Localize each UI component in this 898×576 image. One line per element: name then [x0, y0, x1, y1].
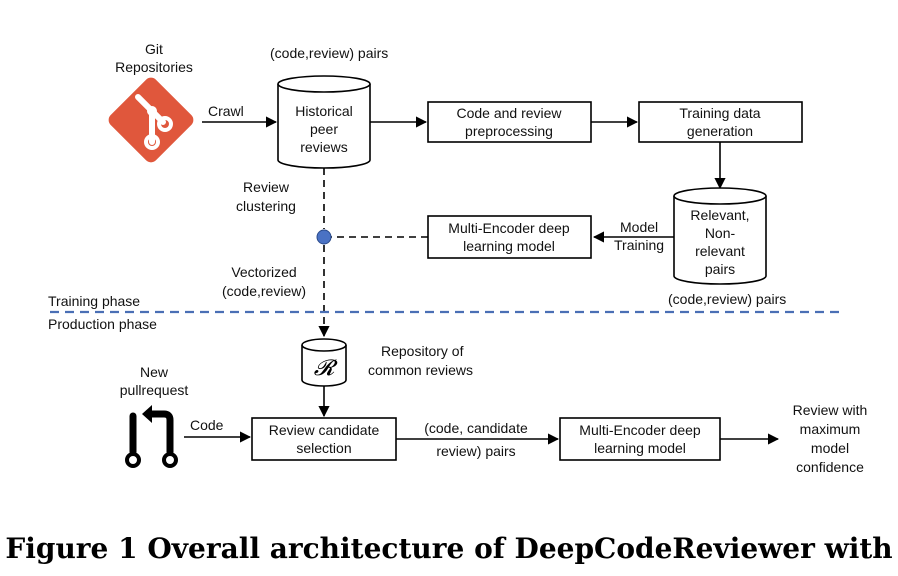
historical-label-2: peer [310, 121, 338, 137]
model-training-label-1: Model [620, 219, 658, 235]
preprocessing-label-2: preprocessing [465, 123, 553, 139]
pull-request-icon [125, 405, 178, 468]
historical-label-1: Historical [295, 103, 353, 119]
multi-encoder-bottom-label-1: Multi-Encoder deep [579, 422, 701, 438]
repository-label-2: common reviews [368, 362, 473, 378]
relevant-pairs-label: (code,review) pairs [668, 291, 786, 307]
figure-caption: Figure 1 Overall architecture of DeepCod… [5, 532, 892, 565]
historical-reviews-cylinder [277, 75, 371, 169]
relevant-label-3: relevant [695, 243, 745, 259]
relevant-label-2: Non- [705, 225, 736, 241]
historical-label-3: reviews [300, 139, 347, 155]
code-label: Code [190, 417, 224, 433]
model-training-label-2: Training [614, 237, 664, 253]
multi-encoder-bottom-label-2: learning model [594, 440, 686, 456]
review-clustering-label-1: Review [243, 179, 290, 195]
review-clustering-label-2: clustering [236, 198, 296, 214]
relevant-label-4: pairs [705, 261, 735, 277]
training-phase-label: Training phase [48, 293, 140, 309]
production-phase-label: Production phase [48, 316, 157, 332]
crawl-label: Crawl [208, 103, 244, 119]
multi-encoder-top-box [427, 215, 592, 259]
new-pr-label-1: New [140, 364, 169, 380]
output-label-2: maximum [800, 421, 861, 437]
vectorized-label-1: Vectorized [231, 264, 296, 280]
new-pr-label-2: pullrequest [120, 382, 189, 398]
preprocessing-label-1: Code and review [456, 105, 562, 121]
git-label-1: Git [145, 41, 163, 57]
training-data-label-2: generation [687, 123, 753, 139]
repository-symbol: 𝓡 [314, 356, 338, 381]
relevant-pairs-cylinder [673, 187, 767, 285]
output-label-4: confidence [796, 459, 864, 475]
candidate-selection-label-1: Review candidate [269, 422, 380, 438]
candidate-pairs-label-1: (code, candidate [424, 420, 528, 436]
repository-label-1: Repository of [381, 343, 464, 359]
cluster-dot [316, 229, 332, 245]
vectorized-label-2: (code,review) [222, 283, 306, 299]
git-label-2: Repositories [115, 59, 193, 75]
git-logo-icon [108, 77, 194, 163]
output-label-1: Review with [793, 402, 868, 418]
top-pairs-label: (code,review) pairs [270, 45, 388, 61]
training-data-label-1: Training data [679, 105, 760, 121]
output-label-3: model [811, 440, 849, 456]
repository-cylinder [301, 338, 347, 387]
multi-encoder-top-label-2: learning model [463, 238, 555, 254]
candidate-pairs-label-2: review) pairs [436, 443, 515, 459]
relevant-label-1: Relevant, [690, 207, 749, 223]
candidate-selection-label-2: selection [296, 440, 351, 456]
multi-encoder-top-label-1: Multi-Encoder deep [448, 220, 570, 236]
multi-encoder-bottom-box [559, 417, 721, 461]
preprocessing-box [427, 101, 592, 143]
